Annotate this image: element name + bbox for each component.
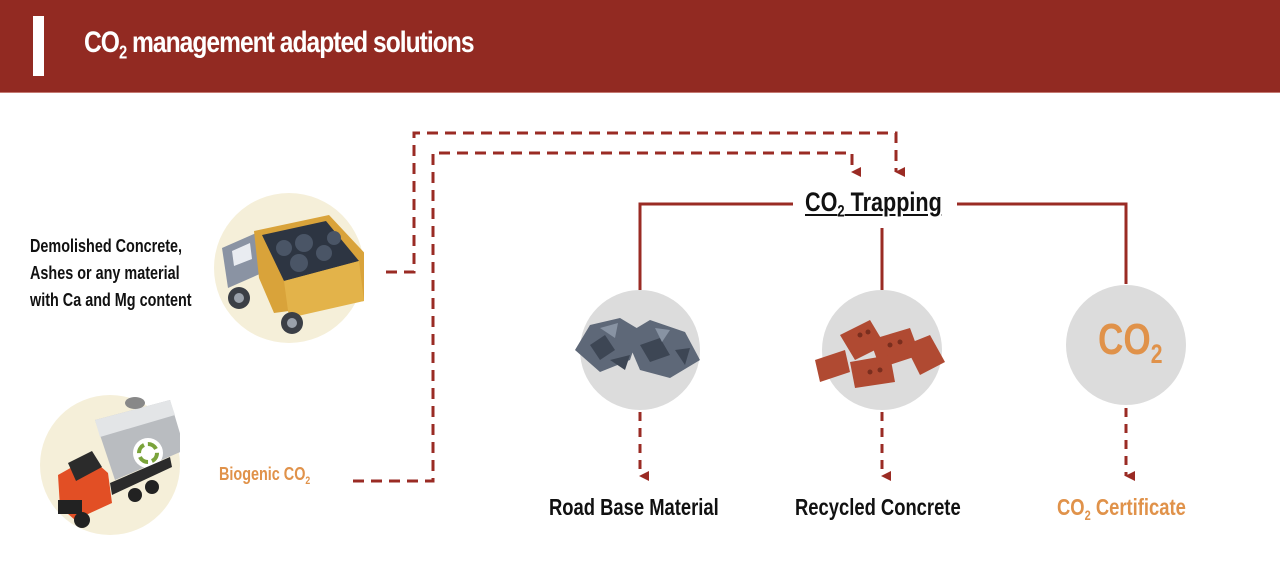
rubble-icon bbox=[575, 290, 700, 410]
bricks-icon bbox=[815, 290, 945, 410]
material-input-label: Demolished Concrete, Ashes or any materi… bbox=[30, 236, 192, 310]
header-accent-bar bbox=[33, 16, 44, 76]
recycled-concrete-label: Recycled Concrete bbox=[795, 494, 961, 520]
co2-trapping-heading: CO2 Trapping bbox=[805, 187, 942, 221]
biogenic-co2-label: Biogenic CO2 bbox=[219, 464, 311, 487]
header-banner: CO2 management adapted solutions bbox=[0, 0, 1280, 93]
co2-icon: CO2 bbox=[1066, 285, 1186, 405]
tanker-truck-icon bbox=[40, 395, 185, 535]
co2-certificate-label: CO2 Certificate bbox=[1057, 494, 1186, 523]
dump-truck-icon bbox=[214, 193, 374, 343]
road-base-material-label: Road Base Material bbox=[549, 494, 719, 520]
page-title: CO2 management adapted solutions bbox=[84, 26, 475, 63]
